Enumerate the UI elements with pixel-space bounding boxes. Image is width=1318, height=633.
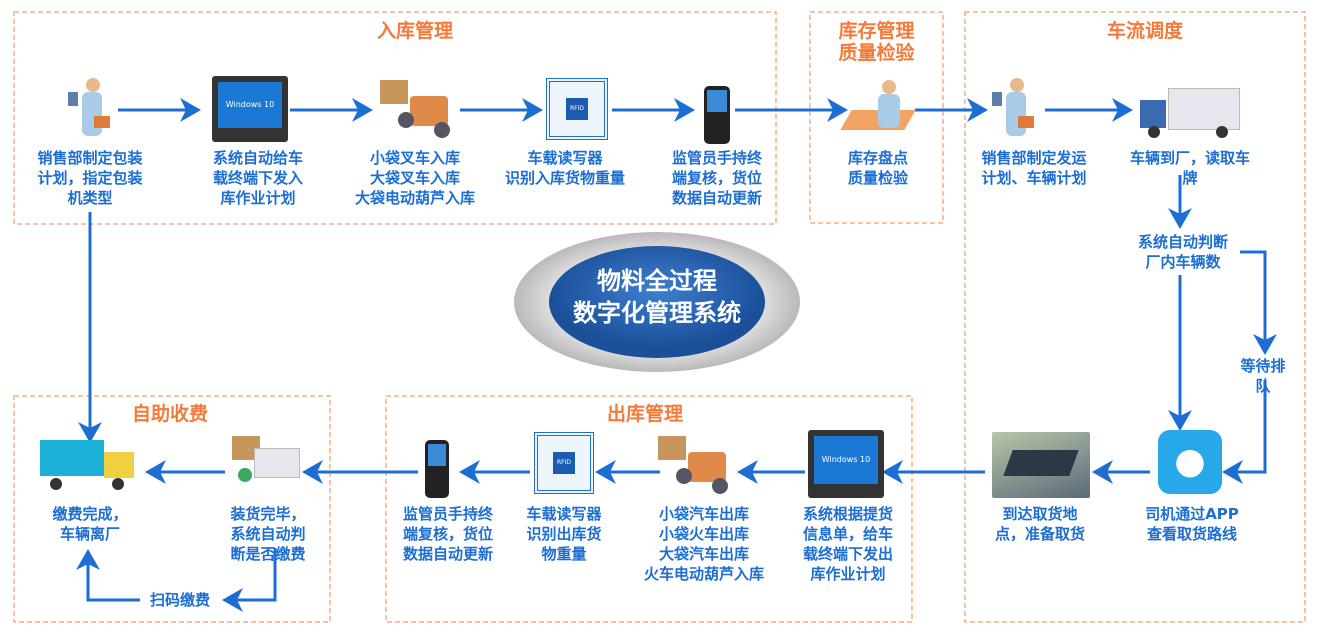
step-app-route: 司机通过APP 查看取货路线 (1145, 505, 1239, 543)
step-loading-complete: 装货完毕， 系统自动判 断是否缴费 (230, 505, 306, 563)
section-box-inbound (13, 11, 777, 225)
step-handheld-verify-out: 监管员手持终 端复核，货位 数据自动更新 (402, 505, 494, 563)
step-forklift-inbound: 小袋叉车入库 大袋叉车入库 大袋电动葫芦入库 (354, 149, 476, 207)
step-outbound-loading: 小袋汽车出库 小袋火车出库 大袋汽车出库 火车电动葫芦入库 (643, 505, 765, 583)
handheld-icon (704, 86, 730, 144)
rfid-icon: RFID (546, 78, 608, 140)
forklift-icon (658, 432, 734, 494)
step-issue-outbound-plan: 系统根据提货 信息单，给车 载终端下发出 库作业计划 (802, 505, 894, 583)
forklift-icon (380, 76, 456, 138)
section-title-outbound: 出库管理 (606, 403, 683, 425)
map-pin-app-icon: ● (1158, 430, 1222, 494)
loading-truck-icon (232, 432, 302, 490)
step-scan-pay: 扫码缴费 (149, 591, 211, 609)
step-count-vehicles: 系统自动判断 厂内车辆数 (1137, 233, 1229, 271)
step-rfid-inbound-weight: 车载读写器 识别入库货物重量 (504, 149, 626, 187)
inspection-icon (840, 80, 916, 138)
truck-icon (40, 440, 138, 490)
step-arrive-pickup: 到达取货地 点，准备取货 (994, 505, 1086, 543)
step-issue-inbound-plan: 系统自动给车 载终端下发入 库作业计划 (212, 149, 304, 207)
step-wait-queue: 等待排队 (1240, 357, 1286, 395)
section-box-inventory (809, 11, 944, 224)
step-sales-packing-plan: 销售部制定包装 计划，指定包装 机类型 (37, 149, 143, 207)
person-tablet-icon (992, 78, 1038, 138)
section-title-payment: 自助收费 (131, 403, 208, 425)
section-title-inbound: 入库管理 (376, 20, 453, 42)
handheld-icon (425, 440, 449, 498)
section-title-traffic: 车流调度 (1106, 20, 1183, 42)
step-shipping-plan: 销售部制定发运 计划、车辆计划 (981, 149, 1087, 187)
person-tablet-icon (68, 78, 114, 138)
step-rfid-outbound-weight: 车载读写器 识别出库货 物重量 (526, 505, 602, 563)
windows-terminal-icon: Windows 10 (212, 76, 288, 142)
truck-icon (1140, 88, 1240, 138)
step-inventory-inspection: 库存盘点 质量检验 (847, 149, 909, 187)
step-vehicle-arrival: 车辆到厂，读取车牌 (1129, 149, 1250, 187)
section-box-payment (13, 395, 331, 623)
rfid-icon: RFID (534, 432, 594, 494)
section-box-traffic (964, 11, 1306, 623)
section-title-inventory: 库存管理 质量检验 (838, 20, 915, 64)
center-title: 物料全过程 数字化管理系统 (573, 267, 741, 327)
center-ellipse-inner (549, 246, 765, 358)
windows-terminal-icon: Windows 10 (808, 430, 884, 498)
warehouse-icon (992, 432, 1090, 498)
step-payment-complete: 缴费完成， 车辆离厂 (52, 505, 128, 543)
step-handheld-verify-in: 监管员手持终 端复核，货位 数据自动更新 (671, 149, 763, 207)
